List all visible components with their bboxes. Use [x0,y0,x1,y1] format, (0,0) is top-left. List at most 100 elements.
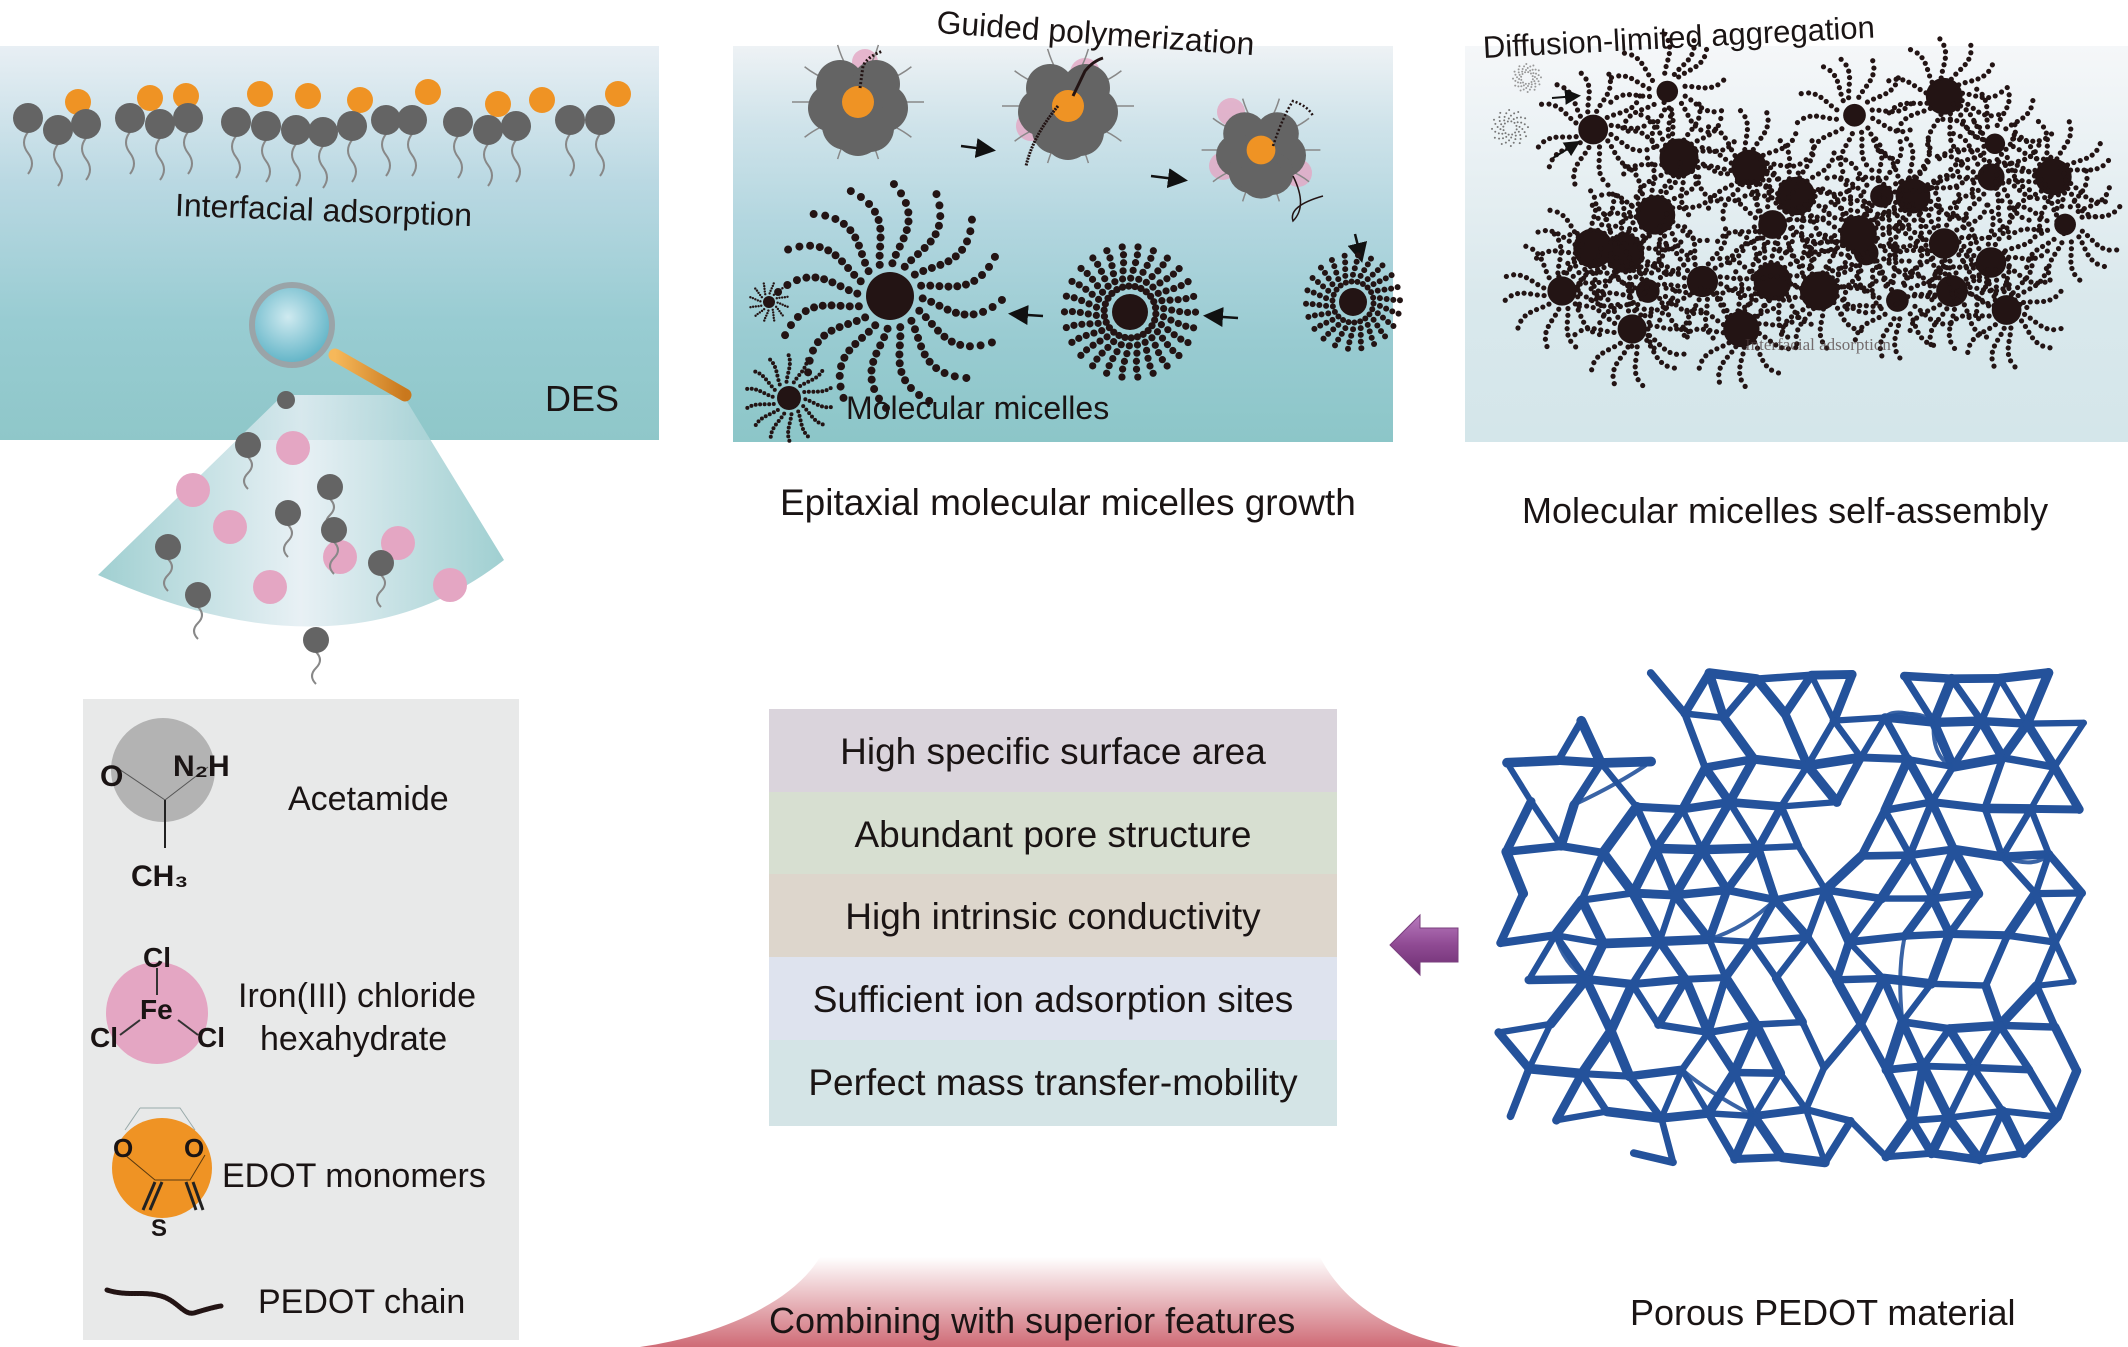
micelle-dot [1617,355,1623,361]
micelle-dot [807,411,812,416]
micelle-dot [1795,327,1801,333]
micelle-dot [1848,207,1854,213]
micelle-dot [762,307,766,311]
micelle-dot [1890,247,1896,253]
micelle-dot [1342,272,1349,279]
pedot-strut [1898,935,1907,1023]
micelle-dot [1876,107,1882,113]
micelle-dot [1771,170,1777,176]
micelle-dot [1534,85,1537,88]
micelle-dot [2019,214,2025,221]
micelle-dot [1908,285,1914,291]
micelle-dot [1760,275,1766,281]
micelle-dot [2027,144,2034,150]
micelle-dot [802,430,807,435]
micelle-dot [1573,344,1579,350]
micelle-dot [1841,196,1847,202]
micelle-dot [1829,275,1835,281]
micelle-dot [1775,196,1781,202]
micelle-dot [1692,146,1698,152]
micelle-dot [1912,243,1919,250]
micelle-dot [1713,329,1720,335]
micelle-dot [1674,326,1680,332]
pedot-strut [1883,710,1935,725]
pedot-strut [1629,1149,1677,1167]
micelle-dot [1737,275,1743,281]
micelle-dot [1629,104,1635,111]
micelle-dot [795,242,804,251]
pedot-strut [1969,1021,2005,1072]
micelle-dot [1898,120,1904,127]
micelle-dot [1953,71,1959,77]
feature-box: High intrinsic conductivity [769,874,1337,960]
micelle-dot [774,305,778,309]
micelle-dot [820,331,829,340]
micelle-dot [1910,155,1916,161]
micelle-dot [1856,94,1862,100]
micelle-dot [769,384,774,389]
micelle-dot [1646,332,1653,339]
micelle-dot [1325,275,1332,282]
micelle-dot [1973,239,1979,245]
micelle-dot [1818,94,1824,100]
micelle-dot [1744,126,1751,133]
micelle-dot [1696,365,1702,371]
micelle-dot [779,288,782,292]
micelle-dot [1662,247,1668,253]
micelle-dot [1615,276,1622,282]
micelle-dot [1317,264,1324,271]
micelle-dot [762,391,767,396]
micelle-dot [1105,324,1113,332]
micelle-dot [1689,126,1695,132]
micelle-dot [1724,314,1730,320]
micelle-dot [1760,357,1766,364]
micelle-dot [1778,255,1784,261]
micelle-dot [1849,262,1855,268]
micelle-dot [1082,285,1090,293]
pedot-strut [1651,804,1687,853]
micelle-dot [1785,334,1791,340]
surfactant-tail [318,145,328,189]
micelle-dot [920,244,929,253]
micelle-dot [1998,151,2005,157]
micelle-dot [1062,292,1071,300]
micelle-dot [1887,155,1893,161]
micelle-dot [917,342,926,351]
micelle-dot [1564,217,1571,223]
pedot-strut [1628,980,1662,1029]
micelle-dot [1864,320,1870,326]
micelle-dot [895,341,904,350]
micelle-core [1984,133,2006,154]
micelle-dot [1981,191,1987,197]
micelle-dot [1839,126,1845,132]
micelle-dot [1809,174,1816,180]
micelle-dot [749,296,752,299]
micelle-dot [1918,262,1924,268]
micelle-dot [1662,183,1668,189]
pedot-strut [1899,980,1935,1025]
micelle-dot [1621,241,1627,247]
micelle-dot [1523,243,1529,249]
micelle-dot [813,417,818,422]
micelle-dot [2005,351,2012,358]
micelle-dot [786,321,795,330]
micelle-dot [1903,198,1909,204]
micelle-dot [1338,330,1345,337]
micelle-dot [1882,311,1888,317]
micelle-dot [1558,250,1564,256]
micelle-dot [1500,142,1503,145]
micelle-dot [1577,140,1583,146]
micelle-dot [2040,343,2046,349]
micelle-dot [1902,267,1909,273]
micelle-dot [1086,320,1094,328]
pedot-strut [1550,895,1587,941]
micelle-dot [2066,119,2072,125]
pedot-strut [1857,753,1912,764]
surfactant-tail [231,135,241,179]
aggregated-micelle [1608,31,1727,152]
micelle-dot [749,386,754,391]
micelle-dot [2008,358,2014,364]
micelle-dot [1858,193,1864,199]
pedot-strut [1999,754,2059,771]
micelle-dot [1524,135,1527,138]
